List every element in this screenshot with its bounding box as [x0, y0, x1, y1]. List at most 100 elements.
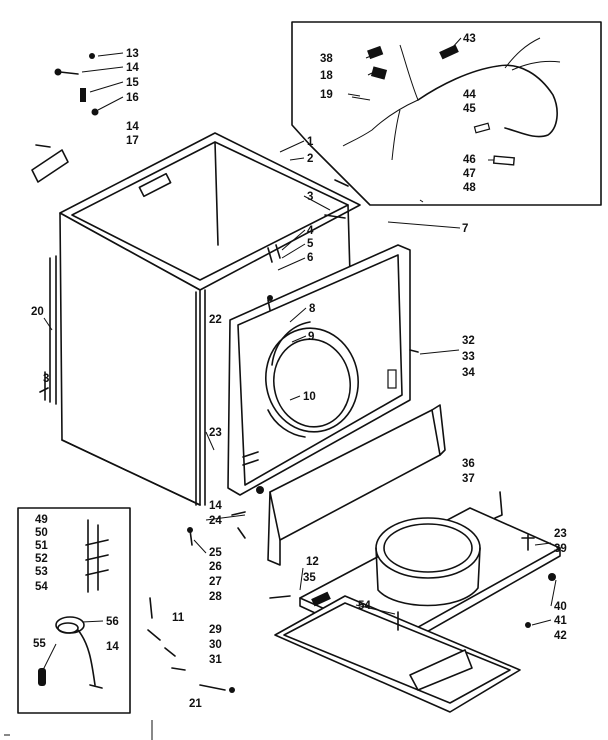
callout-15: 15	[126, 77, 139, 89]
cabinet-bottom-edge	[61, 439, 201, 506]
callout-14: 14	[106, 641, 119, 653]
inset-border	[291, 21, 602, 206]
callout-30: 30	[209, 639, 222, 651]
screw-32-icon	[324, 214, 419, 353]
callout-43: 43	[463, 33, 476, 45]
hardware-29-31-icon	[147, 629, 226, 691]
callout-14: 14	[126, 62, 139, 74]
scan-specks	[4, 199, 424, 740]
callout-33: 33	[462, 351, 475, 363]
tub-ring-top	[375, 517, 481, 579]
callout-38: 38	[320, 53, 333, 65]
callout-19: 19	[320, 89, 333, 101]
callout-17: 17	[126, 135, 139, 147]
callout-1: 1	[307, 136, 314, 148]
latch-bracket-icon	[387, 369, 397, 389]
bolt-head-icon	[54, 68, 62, 76]
strap-17-icon	[31, 149, 69, 183]
cabinet-back-corner	[214, 141, 219, 246]
callout-9: 9	[308, 331, 314, 343]
toe-panel-side	[267, 491, 281, 566]
gasket-10	[267, 409, 306, 438]
front-panel-outline	[227, 244, 411, 496]
clip-3-icon	[39, 371, 49, 401]
bolt-12-icon	[269, 595, 291, 599]
clamp-14-icon	[89, 684, 103, 689]
callout-37: 37	[462, 473, 475, 485]
leveling-leg-icon	[311, 591, 331, 607]
callout-5: 5	[307, 238, 314, 250]
callout-34: 34	[462, 367, 475, 379]
callout-labels: 13 14 15 16 14 17 1 2 3 7 4 5 6 8 9 10 2…	[31, 33, 567, 710]
callout-27: 27	[209, 576, 222, 588]
bumper-40-icon	[548, 573, 556, 581]
callout-28: 28	[209, 591, 222, 603]
callout-11: 11	[172, 612, 185, 624]
callout-49: 49	[35, 514, 48, 526]
callout-2: 2	[307, 153, 313, 165]
clip-36-icon	[494, 491, 503, 519]
wiring-harness-inset	[291, 21, 602, 206]
tub-ring-inner	[383, 523, 473, 573]
cabinet	[39, 132, 361, 506]
door-opening-inner	[273, 338, 351, 428]
callout-16: 16	[126, 92, 139, 104]
bracket-16-icon	[80, 88, 86, 102]
leader-lines	[41, 37, 557, 673]
callout-4: 4	[307, 225, 314, 237]
tub-ring-wall	[375, 547, 481, 607]
callout-31: 31	[209, 654, 222, 666]
lower-bracket-icon	[242, 451, 259, 466]
screw-25-head-icon	[187, 527, 193, 533]
cord-coil-inner-icon	[57, 622, 79, 634]
harness-branch-wires	[342, 37, 561, 161]
screw-icon	[35, 144, 51, 148]
callout-3: 3	[307, 191, 313, 203]
callout-10: 10	[303, 391, 316, 403]
lower-tray	[274, 595, 521, 713]
screw-13-icon	[89, 53, 95, 59]
base-assembly	[274, 491, 561, 713]
callout-46: 46	[463, 154, 476, 166]
callout-52: 52	[35, 553, 48, 565]
front-panel-inner	[237, 254, 403, 486]
callout-26: 26	[209, 561, 222, 573]
plug-55-icon	[38, 668, 46, 686]
callout-25: 25	[209, 547, 222, 559]
callout-6: 6	[307, 252, 313, 264]
callout-13: 13	[126, 48, 139, 60]
callout-51: 51	[35, 540, 48, 552]
cord-inset-border	[17, 507, 131, 714]
clip-45-icon	[473, 122, 491, 134]
callout-23: 23	[209, 427, 222, 439]
callout-54: 54	[35, 581, 48, 593]
cord-inset	[17, 507, 131, 714]
wire-tie-19-icon	[351, 96, 371, 101]
connector-18-icon	[370, 66, 388, 80]
washer-icon	[91, 108, 99, 116]
cabinet-handle-slot	[138, 172, 172, 198]
terminal-block-icon	[87, 519, 99, 593]
callout-53: 53	[35, 566, 48, 578]
screw-23-icon	[521, 534, 535, 551]
callout-21: 21	[189, 698, 202, 710]
callout-55: 55	[33, 638, 46, 650]
callout-24: 24	[209, 515, 222, 527]
screws-4-5-6-icon	[267, 244, 281, 311]
grommet-icon	[256, 486, 264, 494]
callout-39: 39	[554, 543, 567, 555]
bumper-41-icon	[525, 622, 531, 628]
terminal-block-teeth-icon	[85, 539, 109, 576]
cabinet-right-edge	[347, 204, 351, 276]
callout-22: 22	[209, 314, 222, 326]
door-opening-ring	[265, 327, 359, 433]
callout-14: 14	[126, 121, 139, 133]
callout-47: 47	[463, 168, 476, 180]
screw-1-icon	[334, 179, 349, 187]
lower-tray-inner	[283, 602, 511, 704]
tray-handle	[409, 649, 473, 691]
callout-35: 35	[303, 572, 316, 584]
connector-38-icon	[367, 45, 384, 60]
